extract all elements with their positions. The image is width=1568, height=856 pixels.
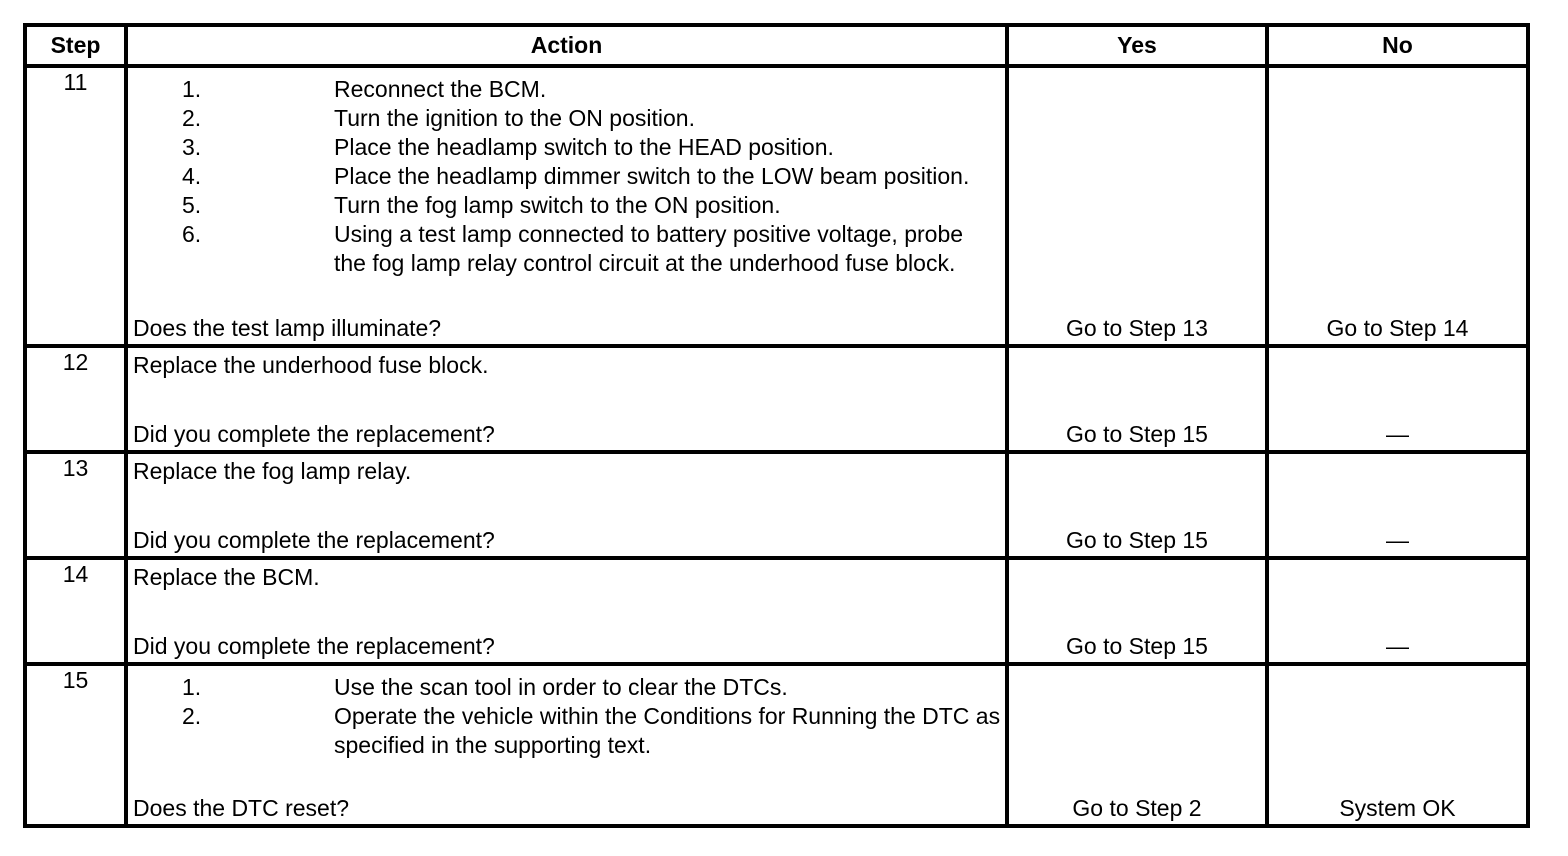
yes-cell: Go to Step 15 xyxy=(1005,344,1269,454)
no-cell: — xyxy=(1265,344,1530,454)
action-step: 1. Use the scan tool in order to clear th… xyxy=(128,673,1005,702)
step-text: Turn the ignition to the ON position. xyxy=(334,105,695,131)
action-text: Replace the fog lamp relay. xyxy=(133,458,412,484)
no-answer: Go to Step 14 xyxy=(1326,315,1469,341)
yes-answer: Go to Step 15 xyxy=(1066,527,1208,553)
step-number: 13 xyxy=(23,450,128,560)
no-cell: — xyxy=(1265,556,1530,666)
step-index: 2. xyxy=(182,703,202,729)
action-question: Does the test lamp illuminate? xyxy=(133,315,442,341)
action-cell: 1. Use the scan tool in order to clear th… xyxy=(124,662,1009,828)
action-step: 5. Turn the fog lamp switch to the ON pos… xyxy=(128,191,1005,220)
no-answer: — xyxy=(1386,421,1409,447)
action-step: 6. Using a test lamp connected to battery… xyxy=(128,220,1005,278)
header-step: Step xyxy=(23,23,128,68)
table-row: 13 Replace the fog lamp relay. Did you c… xyxy=(23,450,1530,560)
step-text: Use the scan tool in order to clear the … xyxy=(334,674,788,700)
action-step: 2. Turn the ignition to the ON position. xyxy=(128,104,1005,133)
action-steps: 1. Use the scan tool in order to clear th… xyxy=(128,673,1005,760)
yes-answer: Go to Step 15 xyxy=(1066,421,1208,447)
action-step: 2. Operate the vehicle within the Conditi… xyxy=(128,702,1005,760)
step-number: 11 xyxy=(23,64,128,348)
yes-cell: Go to Step 13 xyxy=(1005,64,1269,348)
step-index: 3. xyxy=(182,134,202,160)
step-text: Reconnect the BCM. xyxy=(334,76,547,102)
action-step: 4. Place the headlamp dimmer switch to th… xyxy=(128,162,1005,191)
no-answer: — xyxy=(1386,527,1409,553)
yes-cell: Go to Step 2 xyxy=(1005,662,1269,828)
no-answer: System OK xyxy=(1339,795,1456,821)
action-question: Does the DTC reset? xyxy=(133,795,350,821)
step-number: 15 xyxy=(23,662,128,828)
yes-cell: Go to Step 15 xyxy=(1005,450,1269,560)
action-question: Did you complete the replacement? xyxy=(133,527,495,553)
action-step: 3. Place the headlamp switch to the HEAD … xyxy=(128,133,1005,162)
header-no: No xyxy=(1265,23,1530,68)
table-row: 15 1. Use the scan tool in order to clear… xyxy=(23,662,1530,828)
header-yes: Yes xyxy=(1005,23,1269,68)
action-cell: Replace the underhood fuse block. Did yo… xyxy=(124,344,1009,454)
action-text: Replace the BCM. xyxy=(133,564,320,590)
step-index: 1. xyxy=(182,674,202,700)
step-number: 12 xyxy=(23,344,128,454)
action-text: Replace the underhood fuse block. xyxy=(133,352,489,378)
action-cell: 1. Reconnect the BCM. 2. Turn the ignition… xyxy=(124,64,1009,348)
step-text: Turn the fog lamp switch to the ON posit… xyxy=(334,192,781,218)
yes-answer: Go to Step 13 xyxy=(1066,315,1208,341)
step-index: 4. xyxy=(182,163,202,189)
action-cell: Replace the fog lamp relay. Did you comp… xyxy=(124,450,1009,560)
no-cell: System OK xyxy=(1265,662,1530,828)
step-index: 1. xyxy=(182,76,202,102)
step-text: Place the headlamp dimmer switch to the … xyxy=(334,163,970,189)
action-cell: Replace the BCM. Did you complete the re… xyxy=(124,556,1009,666)
step-index: 2. xyxy=(182,105,202,131)
no-answer: — xyxy=(1386,633,1409,659)
no-cell: — xyxy=(1265,450,1530,560)
action-steps: 1. Reconnect the BCM. 2. Turn the ignition… xyxy=(128,75,1005,278)
header-action: Action xyxy=(124,23,1009,68)
step-text: Place the headlamp switch to the HEAD po… xyxy=(334,134,834,160)
yes-answer: Go to Step 2 xyxy=(1072,795,1202,821)
step-index: 6. xyxy=(182,221,202,247)
table-row: 11 1. Reconnect the BCM. 2. Turn the ignit… xyxy=(23,64,1530,348)
step-index: 5. xyxy=(182,192,202,218)
table-row: 12 Replace the underhood fuse block. Did… xyxy=(23,344,1530,454)
diagnostic-table: Step Action Yes No 11 1. Reconnect the BC… xyxy=(23,23,1530,828)
action-question: Did you complete the replacement? xyxy=(133,633,495,659)
header-row: Step Action Yes No xyxy=(23,23,1530,68)
table-row: 14 Replace the BCM. Did you complete the… xyxy=(23,556,1530,666)
yes-cell: Go to Step 15 xyxy=(1005,556,1269,666)
step-text: Operate the vehicle within the Condition… xyxy=(334,703,1001,758)
no-cell: Go to Step 14 xyxy=(1265,64,1530,348)
step-number: 14 xyxy=(23,556,128,666)
yes-answer: Go to Step 15 xyxy=(1066,633,1208,659)
step-text: Using a test lamp connected to battery p… xyxy=(334,221,964,276)
action-step: 1. Reconnect the BCM. xyxy=(128,75,1005,104)
action-question: Did you complete the replacement? xyxy=(133,421,495,447)
